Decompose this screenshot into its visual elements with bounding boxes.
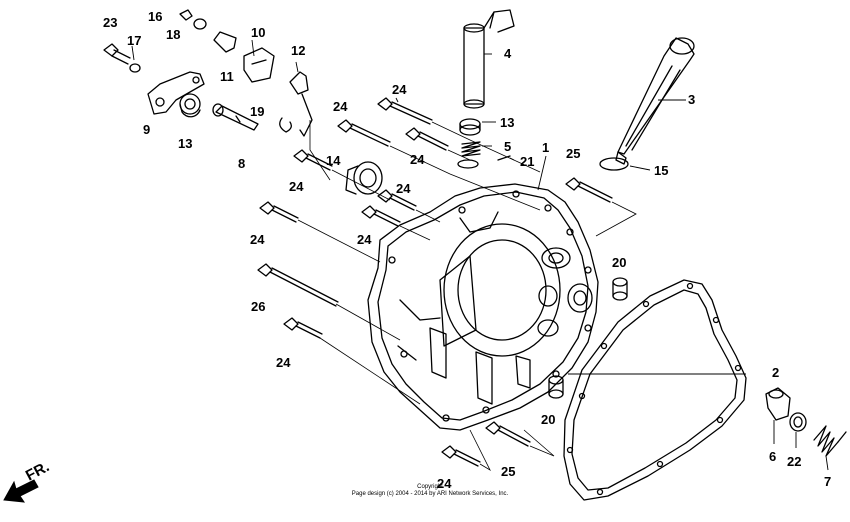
callout-leaders [131,39,829,471]
callout-17: 17 [127,33,141,48]
copyright-line-1: Copyright [417,484,443,490]
clip-19 [279,117,292,133]
washer-18 [193,18,207,30]
shaft-8 [212,103,259,131]
callout-12: 12 [291,43,305,58]
callout-22: 22 [787,454,801,469]
washer-17 [129,63,141,73]
callout-15: 15 [654,163,668,178]
bolt-16 [179,9,193,21]
callout-24-i: 24 [437,476,452,491]
dowel-20-lower [548,375,564,399]
pin-21 [497,155,511,161]
callout-25-b: 25 [501,464,515,479]
spring-7 [813,425,847,457]
crankcase-cover [367,183,599,431]
callout-9: 9 [143,122,150,137]
callout-24-h: 24 [276,355,291,370]
copyright-line-2: Page design (c) 2004 - 2014 by ARI Netwo… [351,491,509,497]
callout-14: 14 [326,153,341,168]
oil-seal-13-upper [459,118,481,136]
callout-4: 4 [504,46,512,61]
bolt-23 [103,43,131,65]
callout-7: 7 [824,474,831,489]
callout-18: 18 [166,27,180,42]
spring-5 [457,141,481,169]
oil-filler-cap [615,37,695,165]
callout-25-a: 25 [566,146,580,161]
o-ring-15 [599,157,629,171]
collar-6 [765,387,791,421]
oil-seal-13-left [179,93,201,118]
callout-24-a: 24 [392,82,407,97]
callout-16: 16 [148,9,162,24]
bolts [257,97,613,467]
bearing-14 [345,161,383,195]
callout-labels: 23 17 16 18 10 11 12 9 13 19 8 4 3 13 24… [103,9,831,491]
callout-11: 11 [220,69,234,84]
callout-20-a: 20 [612,255,626,270]
front-direction-indicator: FR. [3,458,52,503]
assembly-lines [297,120,637,472]
copyright-notice: Copyright Page design (c) 2004 - 2014 by… [300,484,560,498]
callout-10: 10 [251,25,265,40]
callout-23: 23 [103,15,117,30]
clip-12 [289,71,313,137]
callout-24-b: 24 [333,99,348,114]
dowel-20-upper [612,277,628,301]
callout-8: 8 [238,156,245,171]
callout-3: 3 [688,92,695,107]
callout-24-d: 24 [289,179,304,194]
front-label: FR. [23,458,52,484]
washer-22 [789,412,807,432]
callout-24-c: 24 [410,152,425,167]
callout-24-e: 24 [396,181,411,196]
callout-26: 26 [251,299,265,314]
cover-gasket [563,279,747,501]
callout-20-b: 20 [541,412,555,427]
shaft-4 [463,9,515,109]
callout-24-g: 24 [250,232,265,247]
callout-1: 1 [542,140,549,155]
callout-6: 6 [769,449,776,464]
callout-21: 21 [520,154,534,169]
callout-19: 19 [250,104,264,119]
lever-9 [147,71,205,115]
callout-5: 5 [504,139,511,154]
bracket-10 [213,31,275,83]
front-arrow-icon [3,479,39,503]
callout-13: 13 [178,136,192,151]
callout-24-f: 24 [357,232,372,247]
callout-13-upper: 13 [500,115,514,130]
callout-2: 2 [772,365,779,380]
